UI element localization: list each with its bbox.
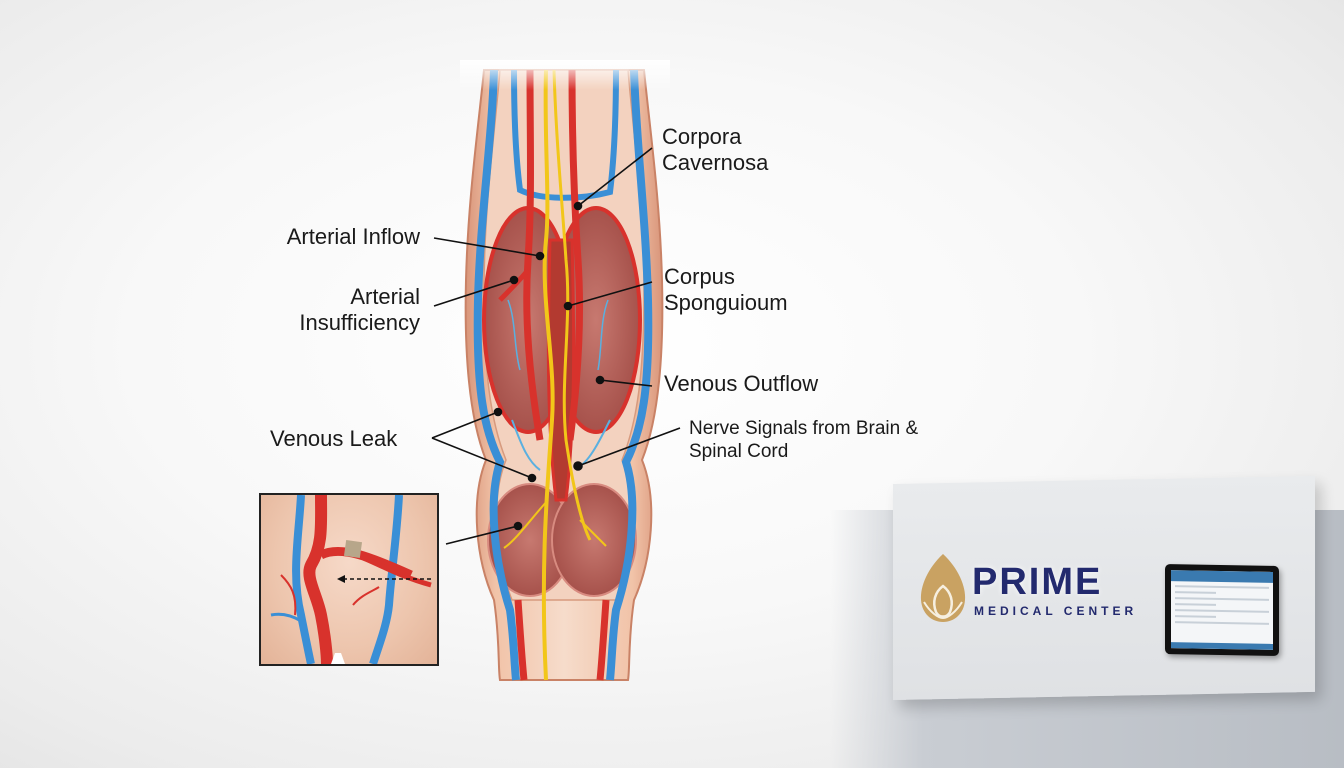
label-arterial-inflow: Arterial Inflow xyxy=(286,224,420,249)
label-line: Spinal Cord xyxy=(689,441,789,462)
label-line: Corpus xyxy=(664,264,735,289)
brand-subtitle: MEDICAL CENTER xyxy=(974,604,1138,618)
label-line: Insufficiency xyxy=(299,310,420,335)
label-line: Nerve Signals from Brain & xyxy=(689,418,919,439)
inset-artery-detail xyxy=(259,493,439,666)
label-corpus-spongiosum: Corpus Sponguioum xyxy=(664,264,788,316)
label-line: Arterial xyxy=(350,284,420,309)
inset-artery-icon xyxy=(270,495,432,664)
label-line: Corpora xyxy=(662,124,742,149)
label-line: Sponguioum xyxy=(664,290,788,315)
brand-name: PRIME xyxy=(972,561,1103,603)
label-nerve-signals: Nerve Signals from Brain & Spinal Cord xyxy=(689,417,918,463)
leader-lines xyxy=(431,147,681,545)
label-venous-outflow: Venous Outflow xyxy=(664,371,819,396)
label-venous-leak: Venous Leak xyxy=(270,426,398,451)
label-line: Cavernosa xyxy=(662,150,769,175)
label-arterial-insufficiency: Arterial Insufficiency xyxy=(240,284,420,336)
label-corpora-cavernosa: Corpora Cavernosa xyxy=(662,124,768,176)
prime-logo-icon xyxy=(920,554,966,622)
